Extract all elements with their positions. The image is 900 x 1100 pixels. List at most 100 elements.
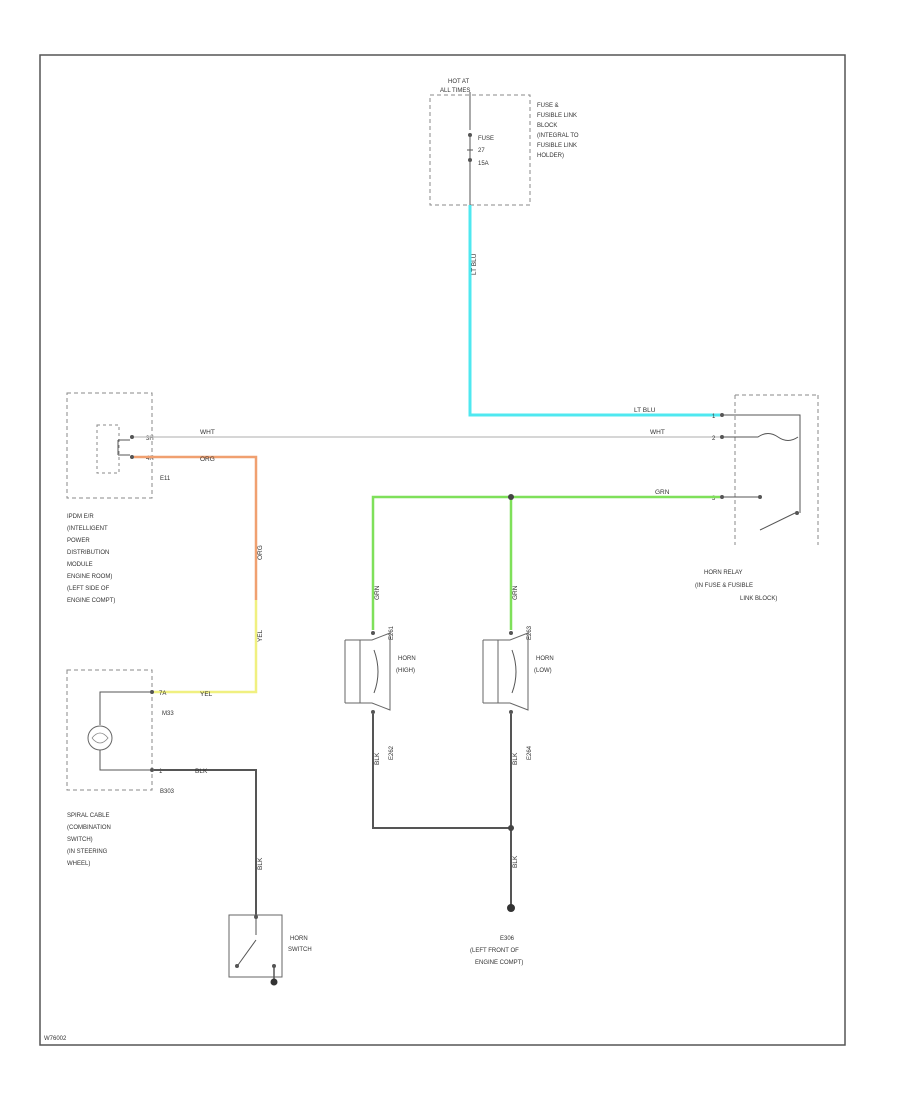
fuse-desc-6: HOLDER) xyxy=(537,153,564,159)
horn-low-pin-top-dot xyxy=(509,631,513,635)
wire-label-blk-v2: BLK xyxy=(512,752,519,765)
relay-contact-a xyxy=(758,495,762,499)
hot-label-1: HOT AT xyxy=(448,79,469,85)
horn-switch-ground-icon xyxy=(270,978,278,986)
ipdm-desc-4: DISTRIBUTION xyxy=(67,550,109,556)
horn-high-pin-bot-dot xyxy=(371,710,375,714)
fuse-terminal-bot xyxy=(468,158,472,162)
horn-high-conn-bot: E262 xyxy=(389,745,395,760)
horn-switch-desc-2: SWITCH xyxy=(288,947,312,953)
spiral-desc-5: WHEEL) xyxy=(67,861,90,867)
spiral-desc-1: SPIRAL CABLE xyxy=(67,813,109,819)
horn-high-pin-top-dot xyxy=(371,631,375,635)
spiral-lead-a xyxy=(99,691,150,725)
relay-coil-feed xyxy=(724,414,801,437)
relay-pin-3-dot xyxy=(720,495,724,499)
horn-switch-contact xyxy=(235,964,239,968)
relay-desc-3: LINK BLOCK) xyxy=(740,596,777,602)
ipdm-connector: E11 xyxy=(160,476,171,482)
fuse-block-outline xyxy=(429,94,531,206)
horn-low-icon xyxy=(497,632,529,711)
horn-low-body xyxy=(482,639,498,704)
spiral-desc-3: SWITCH) xyxy=(67,837,93,843)
ipdm-desc-7: (LEFT SIDE OF xyxy=(67,586,110,592)
fuse-desc-5: FUSIBLE LINK xyxy=(537,143,577,149)
ground-name: E306 xyxy=(500,936,515,942)
spiral-pin-a: 7A xyxy=(159,691,166,697)
relay-outline xyxy=(734,394,819,545)
relay-pin-2-dot xyxy=(720,435,724,439)
horn-switch-arm xyxy=(237,917,257,966)
diagram-frame xyxy=(39,54,846,1046)
wire-lt-blu xyxy=(468,205,720,417)
spiral-conn-a: M33 xyxy=(162,711,174,717)
fuse-label-1: FUSE xyxy=(478,136,494,142)
relay-switch-arm xyxy=(759,512,796,531)
horn-low: E263 HORN (LOW) E264 xyxy=(482,625,554,760)
horn-high-body xyxy=(344,639,360,704)
horn-high: E261 HORN (HIGH) E262 xyxy=(344,625,416,760)
spiral-conn-b: B303 xyxy=(160,789,175,795)
relay-contact-b xyxy=(795,511,799,515)
wire-label-org-v: ORG xyxy=(257,545,264,560)
ipdm-pin-b-dot xyxy=(130,455,134,459)
wire-label-grn-v2: GRN xyxy=(512,585,519,600)
wire-blk-switch xyxy=(154,769,257,915)
horn-low-desc-1: HORN xyxy=(536,656,554,662)
horn-low-pin-bot-dot xyxy=(509,710,513,714)
spiral-pin-a-dot xyxy=(150,690,154,694)
horn-high-coil xyxy=(373,649,379,694)
wire-blk-high xyxy=(372,714,511,829)
wire-label-yel-v: YEL xyxy=(257,629,264,642)
spiral-lead-b xyxy=(99,750,150,771)
wire-grn-main xyxy=(371,495,720,630)
ground-e306: E306 (LEFT FRONT OF ENGINE COMPT) xyxy=(470,904,523,966)
ipdm-pin-a-dot xyxy=(130,435,134,439)
horn-low-desc-2: (LOW) xyxy=(534,668,552,674)
wire-label-blk-v4: BLK xyxy=(257,857,264,870)
wire-label-grn-h: GRN xyxy=(655,489,670,496)
wire-label-blk-h: BLK xyxy=(195,768,208,775)
ipdm-desc-6: ENGINE ROOM) xyxy=(67,574,112,580)
spiral-desc-4: (IN STEERING xyxy=(67,849,108,855)
wire-yel xyxy=(152,600,258,694)
fuse-terminal-top xyxy=(468,133,472,137)
wire-label-lt-blu-h: LT BLU xyxy=(634,407,656,414)
fuse-desc-1: FUSE & xyxy=(537,103,559,109)
fuse-icon xyxy=(467,137,473,158)
horn-switch-box xyxy=(228,914,283,978)
wire-label-wht-1: WHT xyxy=(200,429,215,436)
footer-code: W76002 xyxy=(44,1036,67,1042)
relay-pin-1: 1 xyxy=(712,414,716,420)
grn-splice xyxy=(508,494,514,500)
fuse-label-3: 15A xyxy=(478,161,489,167)
relay-pin-2: 2 xyxy=(712,436,716,442)
wire-label-yel-h: YEL xyxy=(200,691,213,698)
horn-high-desc-1: HORN xyxy=(398,656,416,662)
relay-coil-icon xyxy=(724,433,799,441)
spiral-pin-b-dot xyxy=(150,768,154,772)
wire-org xyxy=(134,455,258,600)
wire-label-blk-v3: BLK xyxy=(512,855,519,868)
ipdm-desc-3: POWER xyxy=(67,538,90,544)
horn-switch: HORN SWITCH xyxy=(228,914,312,986)
horn-high-desc-2: (HIGH) xyxy=(396,668,415,674)
relay-pin-1-dot xyxy=(720,413,724,417)
horn-low-coil xyxy=(511,649,517,694)
ipdm-desc-2: (INTELLIGENT xyxy=(67,526,108,532)
fuse-desc-3: BLOCK xyxy=(537,123,557,129)
ground-desc-2: ENGINE COMPT) xyxy=(475,960,523,966)
horn-high-conn-top: E261 xyxy=(389,625,395,640)
ipdm-desc-8: ENGINE COMPT) xyxy=(67,598,115,604)
ipdm-desc-1: IPDM E/R xyxy=(67,514,94,520)
relay-desc-2: (IN FUSE & FUSIBLE xyxy=(695,583,753,589)
wire-label-blk-v1: BLK xyxy=(374,752,381,765)
fuse-block: HOT AT ALL TIMES FUSE 27 15A FUSE & FUSI… xyxy=(429,79,579,206)
ipdm-internal xyxy=(96,424,120,474)
wire-label-grn-v1: GRN xyxy=(374,585,381,600)
blk-splice xyxy=(508,825,514,831)
hot-label-2: ALL TIMES xyxy=(440,88,470,94)
spiral-cable: 7A M33 1 B303 SPIRAL CABLE (COMBINATION … xyxy=(66,669,175,867)
spiral-desc-2: (COMBINATION xyxy=(67,825,111,831)
